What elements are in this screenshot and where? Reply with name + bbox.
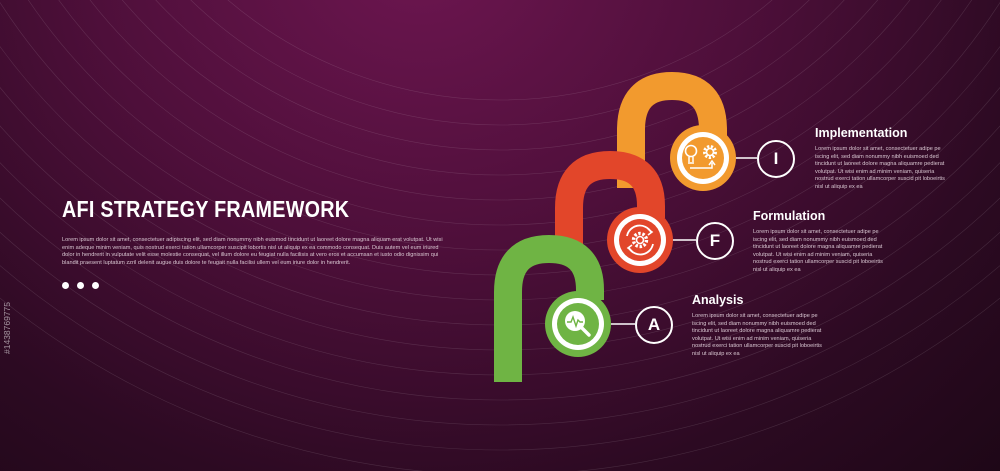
lightbulb-gear-icon: [670, 125, 736, 191]
pagination-dots: [62, 282, 99, 289]
intro-text: Lorem ipsum dolor sit amet, consectetuer…: [62, 237, 443, 266]
implementation-letter: I: [757, 140, 795, 178]
dot: [62, 282, 69, 289]
analysis-description: Lorem ipsum dolor sit amet, consectetuer…: [692, 313, 822, 357]
page-title: AFI STRATEGY FRAMEWORK: [62, 196, 350, 222]
formulation-description: Lorem ipsum dolor sit amet, consectetuer…: [753, 229, 883, 273]
analysis-letter: A: [635, 306, 673, 344]
analysis-arch: [494, 234, 604, 382]
dot: [77, 282, 84, 289]
stock-id-watermark: #1438769775: [2, 301, 12, 354]
gear-refresh-icon: [607, 207, 673, 273]
analysis-title: Analysis: [692, 293, 744, 307]
formulation-arch: [555, 150, 665, 250]
implementation-description: Lorem ipsum dolor sit amet, consectetuer…: [815, 146, 945, 190]
formulation-letter: F: [696, 222, 734, 260]
formulation-title: Formulation: [753, 209, 826, 223]
magnifier-chart-icon: [545, 291, 611, 357]
implementation-arch: [617, 71, 727, 188]
intro-section: AFI STRATEGY FRAMEWORK Lorem ipsum dolor…: [62, 196, 447, 267]
dot: [92, 282, 99, 289]
implementation-title: Implementation: [815, 126, 908, 140]
